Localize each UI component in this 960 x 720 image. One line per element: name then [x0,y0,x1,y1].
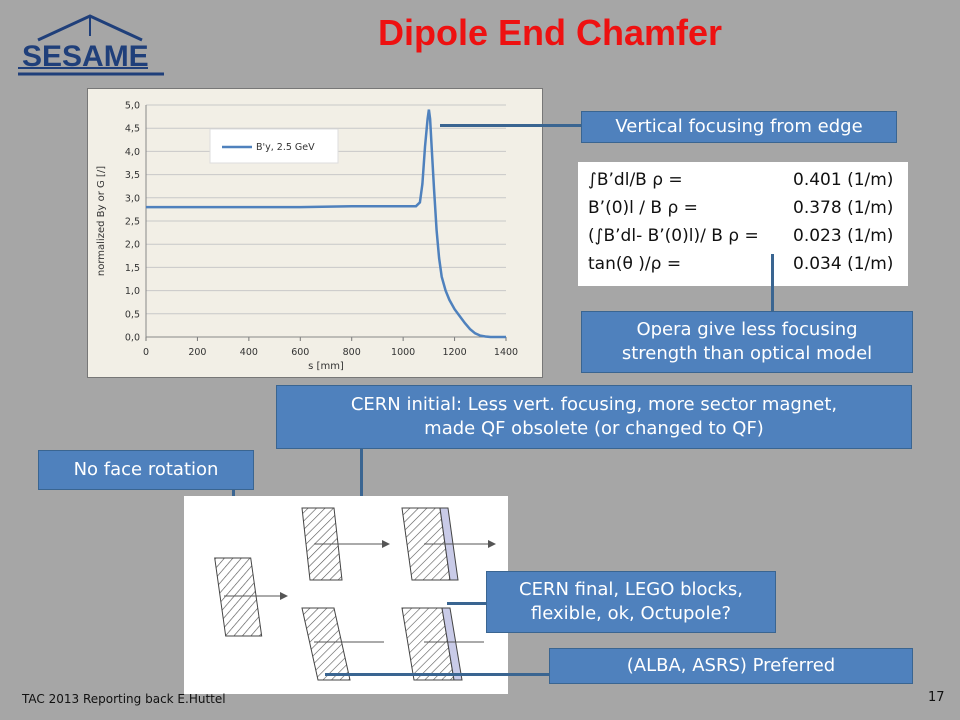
formula-lhs: ∫B’dl/B ρ = [588,170,683,190]
callout-cern-initial: CERN initial: Less vert. focusing, more … [276,385,912,449]
chart-x-tick-label: 1000 [391,347,415,358]
chart-y-axis-label: normalized By or G [/] [96,166,107,276]
formula-row: tan(θ )/ρ = 0.034 (1/m) [588,250,898,278]
chart-x-tick-label: 800 [343,347,361,358]
chart-x-tick-label: 0 [143,347,149,358]
chart-y-tick-label: 1,0 [125,286,140,297]
formula-rhs: 0.401 (1/m) [793,170,894,190]
chart-svg: 0,0 0,5 1,0 1,5 2,0 2,5 3,0 3,5 4,0 4,5 5,0 0 200 400… [96,101,518,373]
chart-legend-label: B'y, 2.5 GeV [256,142,315,153]
formula-lhs: B’(0)l / B ρ = [588,198,698,218]
formula-row: ∫B’dl/B ρ = 0.401 (1/m) [588,166,898,194]
callout-alba-asrs: (ALBA, ASRS) Preferred [549,648,913,684]
callout-cern-initial-line2: made QF obsolete (or changed to QF) [424,418,764,439]
field-profile-chart: 0,0 0,5 1,0 1,5 2,0 2,5 3,0 3,5 4,0 4,5 5,0 0 200 400… [87,88,543,378]
page-number: 17 [928,690,945,705]
chart-y-tick-label: 1,5 [125,263,140,274]
chart-x-tick-label: 600 [291,347,309,358]
logo-text: SESAME [22,40,149,73]
sesame-logo: SESAME [8,14,168,80]
chart-y-tick-label: 4,0 [125,147,140,158]
chart-y-tick-label: 3,0 [125,193,140,204]
callout-cern-final: CERN final, LEGO blocks, flexible, ok, O… [486,571,776,633]
leader-line-alba [325,673,549,676]
callout-no-face-rotation: No face rotation [38,450,254,490]
chart-y-tick-label: 0,0 [125,333,140,344]
footer-text: TAC 2013 Reporting back E.Huttel [22,692,226,706]
chart-y-tick-label: 5,0 [125,101,140,112]
chart-x-axis-label: s [mm] [308,361,344,372]
chart-y-tick-label: 4,5 [125,124,140,135]
formula-lhs: tan(θ )/ρ = [588,254,682,274]
chart-x-tick-label: 400 [240,347,258,358]
chart-series-line [146,109,506,339]
callout-opera-line2: strength than optical model [621,343,873,364]
callout-cern-final-line1: CERN final, LEGO blocks, [519,578,743,600]
chart-x-tick-label: 200 [188,347,206,358]
formula-row: B’(0)l / B ρ = 0.378 (1/m) [588,194,898,222]
slide-title: Dipole End Chamfer [377,12,723,53]
logo-emblem-icon [18,14,164,76]
formula-lhs: (∫B’dl- B’(0)l)/ B ρ = [588,226,759,246]
chart-y-tick-label: 0,5 [125,309,140,320]
leader-line-peak [440,124,582,127]
formula-rhs: 0.378 (1/m) [793,198,894,218]
formula-box: ∫B’dl/B ρ = 0.401 (1/m) B’(0)l / B ρ = 0… [578,162,908,286]
formula-rhs: 0.034 (1/m) [793,254,894,274]
formula-row: (∫B’dl- B’(0)l)/ B ρ = 0.023 (1/m) [588,222,898,250]
formula-rhs: 0.023 (1/m) [793,226,894,246]
callout-cern-final-line2: flexible, ok, Octupole? [530,603,732,624]
leader-line-cern-initial [360,449,363,529]
callout-cern-initial-line1: CERN initial: Less vert. focusing, more … [350,393,838,415]
leader-line-cern-final [447,602,487,605]
chart-y-tick-label: 3,5 [125,170,140,181]
callout-opera: Opera give less focusing strength than o… [581,311,913,373]
chart-x-tick-label: 1200 [442,347,466,358]
leader-line-formula [771,254,774,312]
callout-vertical-focusing: Vertical focusing from edge [581,111,897,143]
callout-opera-line1: Opera give less focusing [636,318,858,340]
chart-y-tick-label: 2,0 [125,240,140,251]
magnet-shape-diagram [184,496,508,694]
magnet-shapes-svg [214,507,496,681]
chart-y-tick-label: 2,5 [125,217,140,228]
chart-x-tick-label: 1400 [494,347,518,358]
